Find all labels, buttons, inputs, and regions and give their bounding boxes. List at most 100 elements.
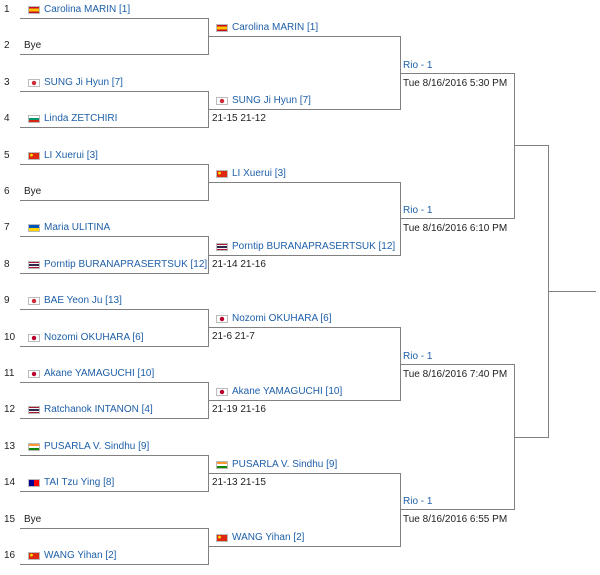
flag-jpn-icon [216, 315, 228, 324]
player-name-link[interactable]: LI Xuerui [3] [232, 167, 286, 179]
flag-kor-icon [28, 297, 40, 306]
bracket-line [208, 327, 400, 329]
round1-player: Carolina MARIN [1] [28, 4, 130, 16]
bracket-line [20, 454, 208, 456]
player-name-link[interactable]: Carolina MARIN [1] [232, 22, 319, 34]
bracket-line [20, 564, 208, 565]
flag-jpn-icon [216, 388, 228, 397]
round1-player: LI Xuerui [3] [28, 150, 98, 162]
round1-player: Bye [24, 514, 41, 526]
round2-player: Nozomi OKUHARA [6] [216, 313, 331, 325]
seed-number: 12 [4, 404, 16, 416]
match-score: 21-19 21-16 [212, 404, 266, 416]
bracket-line [208, 254, 400, 256]
flag-tpe-icon [28, 479, 40, 488]
round1-player: Ratchanok INTANON [4] [28, 404, 153, 416]
round1-player: BAE Yeon Ju [13] [28, 295, 122, 307]
player-name-link[interactable]: TAI Tzu Ying [8] [44, 477, 115, 489]
bracket-line [208, 473, 400, 474]
round2-player: LI Xuerui [3] [216, 168, 286, 180]
player-name-link[interactable]: Akane YAMAGUCHI [10] [232, 386, 343, 398]
bracket-line [208, 181, 400, 183]
player-name-link[interactable]: Maria ULITINA [44, 222, 111, 234]
seed-number: 15 [4, 513, 16, 525]
seed-number: 7 [4, 222, 10, 234]
bracket-line [400, 218, 514, 220]
bracket-line [208, 400, 400, 402]
player-name-link[interactable]: Carolina MARIN [1] [44, 4, 131, 15]
bye-label: Bye [24, 40, 42, 52]
seed-number: 8 [4, 258, 10, 270]
seed-number: 5 [4, 149, 10, 161]
round2-player: WANG Yihan [2] [216, 532, 304, 544]
flag-chn-icon [216, 533, 228, 542]
player-name-link[interactable]: PUSARLA V. Sindhu [9] [44, 440, 150, 452]
bracket-line [20, 527, 208, 529]
player-name-link[interactable]: Porntip BURANAPRASERTSUK [12] [232, 240, 396, 252]
player-name-link[interactable]: BAE Yeon Ju [13] [44, 295, 122, 307]
player-name-link[interactable]: Akane YAMAGUCHI [10] [44, 368, 155, 379]
match-score: 21-14 21-16 [212, 258, 266, 270]
player-name-link[interactable]: WANG Yihan [2] [44, 550, 117, 561]
bye-label: Bye [24, 513, 42, 525]
player-name-link[interactable]: SUNG Ji Hyun [7] [232, 95, 311, 106]
match-score: 21-6 21-7 [212, 331, 255, 343]
bracket-line [20, 18, 208, 19]
seed-number: 6 [4, 186, 10, 197]
round1-player: Bye [24, 40, 41, 52]
round1-player: Linda ZETCHIRI [28, 113, 117, 125]
flag-bul-icon [28, 115, 40, 124]
player-name-link[interactable]: Ratchanok INTANON [4] [44, 404, 153, 416]
player-name-link[interactable]: PUSARLA V. Sindhu [9] [232, 459, 338, 470]
venue-link[interactable]: Rio - 1 [403, 59, 433, 71]
match-time: Tue 8/16/2016 6:10 PM [403, 223, 508, 235]
match-score: 21-13 21-15 [212, 477, 266, 488]
flag-tha-icon [216, 242, 228, 251]
flag-chn-icon [28, 151, 40, 160]
bracket-line [400, 72, 514, 74]
flag-ind-icon [216, 461, 228, 469]
flag-jpn-icon [28, 370, 40, 378]
match-time: Tue 8/16/2016 7:40 PM [403, 368, 508, 380]
round1-player: SUNG Ji Hyun [7] [28, 77, 123, 89]
player-name-link[interactable]: Porntip BURANAPRASERTSUK [12] [44, 258, 208, 270]
player-name-link[interactable]: LI Xuerui [3] [44, 149, 98, 161]
player-name-link[interactable]: WANG Yihan [2] [232, 531, 305, 543]
seed-number: 4 [4, 113, 10, 125]
round2-player: Porntip BURANAPRASERTSUK [12] [216, 241, 395, 253]
flag-tha-icon [28, 406, 40, 415]
bracket-line [514, 145, 548, 147]
seed-number: 3 [4, 76, 10, 88]
round2-player: Akane YAMAGUCHI [10] [216, 386, 342, 398]
bracket-line [400, 363, 514, 365]
bracket-line [20, 309, 208, 311]
match-score: 21-15 21-12 [212, 113, 266, 124]
round1-player: Porntip BURANAPRASERTSUK [12] [28, 259, 207, 271]
bracket-line [20, 90, 208, 92]
bracket-line [548, 291, 596, 292]
bracket-line [20, 491, 208, 493]
round2-player: SUNG Ji Hyun [7] [216, 95, 311, 107]
bracket-line [208, 36, 400, 38]
player-name-link[interactable]: Linda ZETCHIRI [44, 113, 118, 125]
flag-ind-icon [28, 442, 40, 451]
flag-esp-icon [216, 24, 228, 33]
flag-kor-icon [28, 78, 40, 87]
seed-number: 16 [4, 550, 16, 561]
venue-link[interactable]: Rio - 1 [403, 205, 433, 217]
venue-link[interactable]: Rio - 1 [403, 350, 433, 362]
player-name-link[interactable]: SUNG Ji Hyun [7] [44, 76, 123, 88]
seed-number: 2 [4, 40, 10, 52]
venue-link[interactable]: Rio - 1 [403, 496, 433, 508]
flag-chn-icon [216, 169, 228, 178]
bracket-line [208, 109, 400, 110]
player-name-link[interactable]: Nozomi OKUHARA [6] [44, 331, 144, 343]
player-name-link[interactable]: Nozomi OKUHARA [6] [232, 313, 332, 325]
bracket-line [20, 382, 208, 383]
match-time: Tue 8/16/2016 5:30 PM [403, 77, 508, 89]
bracket-line [20, 272, 208, 274]
round1-player: Akane YAMAGUCHI [10] [28, 368, 154, 380]
bracket-line [208, 545, 400, 547]
seed-number: 13 [4, 440, 16, 452]
bracket-line [514, 436, 548, 438]
